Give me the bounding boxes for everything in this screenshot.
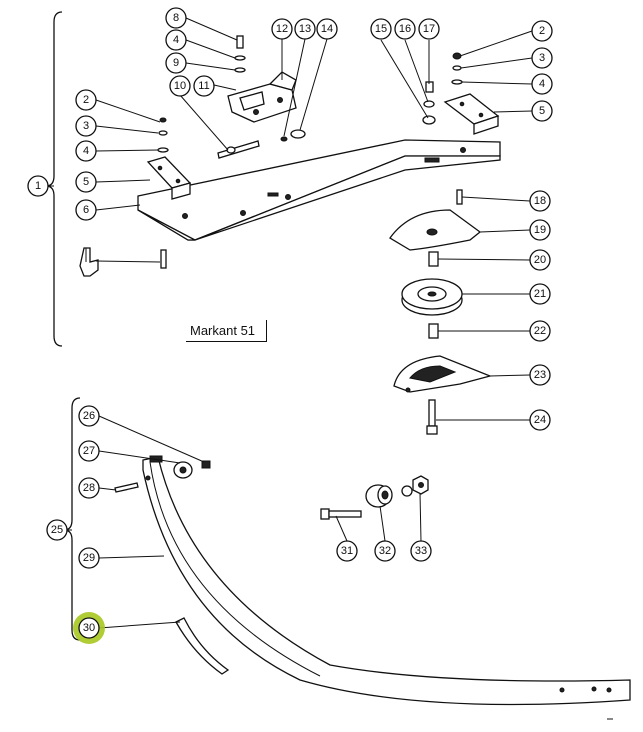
callout-25: 25 (46, 519, 68, 541)
callout-15: 15 (370, 18, 392, 40)
svg-text:1: 1 (35, 180, 41, 192)
svg-text:24: 24 (534, 414, 546, 426)
callout-10: 10 (169, 75, 191, 97)
svg-text:12: 12 (276, 23, 288, 35)
callout-12: 12 (271, 18, 293, 40)
svg-text:9: 9 (173, 57, 179, 69)
callout-27: 27 (78, 440, 100, 462)
nuts-33 (401, 475, 429, 497)
bushing-lower (428, 323, 439, 339)
svg-text:5: 5 (539, 105, 545, 117)
svg-text:25: 25 (51, 524, 63, 536)
callout-13: 13 (294, 18, 316, 40)
callout-11: 11 (193, 75, 215, 97)
svg-text:33: 33 (415, 545, 427, 557)
svg-text:3: 3 (83, 120, 89, 132)
callout-5-left: 5 (75, 171, 97, 193)
svg-text:5: 5 (83, 176, 89, 188)
spacer-32 (365, 484, 393, 508)
callout-32: 32 (374, 540, 396, 562)
callout-17: 17 (418, 18, 440, 40)
svg-text:6: 6 (83, 204, 89, 216)
callout-33: 33 (410, 540, 432, 562)
svg-text:27: 27 (83, 445, 95, 457)
hardware-upper-left (157, 35, 306, 269)
svg-text:15: 15 (375, 23, 387, 35)
svg-text:20: 20 (534, 254, 546, 266)
callout-18: 18 (529, 190, 551, 212)
callout-5-right: 5 (531, 100, 553, 122)
hand-pointer-icon (79, 247, 99, 277)
svg-text:22: 22 (534, 325, 546, 337)
callout-4-left: 4 (75, 140, 97, 162)
callout-16: 16 (394, 18, 416, 40)
angle-bracket-left (146, 156, 192, 200)
svg-text:2: 2 (83, 94, 89, 106)
svg-text:2: 2 (539, 25, 545, 37)
base-plate (137, 139, 501, 241)
svg-text:4: 4 (539, 78, 545, 90)
callout-24: 24 (529, 409, 551, 431)
svg-text:13: 13 (299, 23, 311, 35)
svg-text:11: 11 (198, 80, 209, 92)
callout-20: 20 (529, 249, 551, 271)
callout-3-right: 3 (531, 47, 553, 69)
pulley-cover-upper (389, 209, 482, 251)
washer-27-hole (179, 466, 187, 474)
bolt-31 (320, 508, 362, 520)
callout-29: 29 (78, 547, 100, 569)
nut-26 (201, 460, 211, 469)
svg-text:19: 19 (534, 224, 546, 236)
svg-text:4: 4 (83, 145, 89, 157)
callout-21: 21 (529, 283, 551, 305)
svg-text:17: 17 (423, 23, 435, 35)
svg-text:16: 16 (399, 23, 411, 35)
svg-text:30: 30 (83, 622, 95, 634)
svg-text:26: 26 (83, 410, 95, 422)
callout-1: 1 (27, 175, 49, 197)
svg-text:18: 18 (534, 195, 546, 207)
callout-14: 14 (316, 18, 338, 40)
callout-19: 19 (529, 219, 551, 241)
assembly-25-brace (63, 397, 81, 641)
svg-text:21: 21 (534, 288, 546, 300)
callout-4-top: 4 (165, 29, 187, 51)
long-bolt (426, 399, 438, 435)
svg-text:14: 14 (321, 23, 333, 35)
callout-30: 30 (78, 617, 100, 639)
v-belt-pulley (401, 278, 463, 316)
callout-8: 8 (165, 7, 187, 29)
svg-text:23: 23 (534, 369, 546, 381)
wear-strip (175, 617, 230, 675)
bolt-28 (114, 482, 139, 493)
leader-lines (50, 17, 533, 629)
svg-text:32: 32 (379, 545, 391, 557)
callout-31: 31 (336, 540, 358, 562)
svg-text:31: 31 (341, 545, 353, 557)
assembly-1-brace (45, 11, 63, 347)
angle-bracket-right (443, 93, 500, 135)
callout-4-right: 4 (531, 73, 553, 95)
callout-6: 6 (75, 199, 97, 221)
callout-2-right: 2 (531, 20, 553, 42)
svg-text:8: 8 (173, 12, 179, 24)
svg-text:29: 29 (83, 552, 95, 564)
callout-23: 23 (529, 364, 551, 386)
svg-text:3: 3 (539, 52, 545, 64)
bushing-upper (428, 251, 439, 267)
callout-28: 28 (78, 477, 100, 499)
pulley-cover-lower (393, 355, 493, 393)
svg-text:28: 28 (83, 482, 95, 494)
svg-text:4: 4 (173, 34, 179, 46)
hinge-assembly (227, 71, 297, 123)
callout-3-left: 3 (75, 115, 97, 137)
svg-text:10: 10 (174, 80, 186, 92)
callout-9: 9 (165, 52, 187, 74)
callout-2-left: 2 (75, 89, 97, 111)
model-label: Markant 51 (186, 320, 267, 342)
callout-26: 26 (78, 405, 100, 427)
callout-22: 22 (529, 320, 551, 342)
